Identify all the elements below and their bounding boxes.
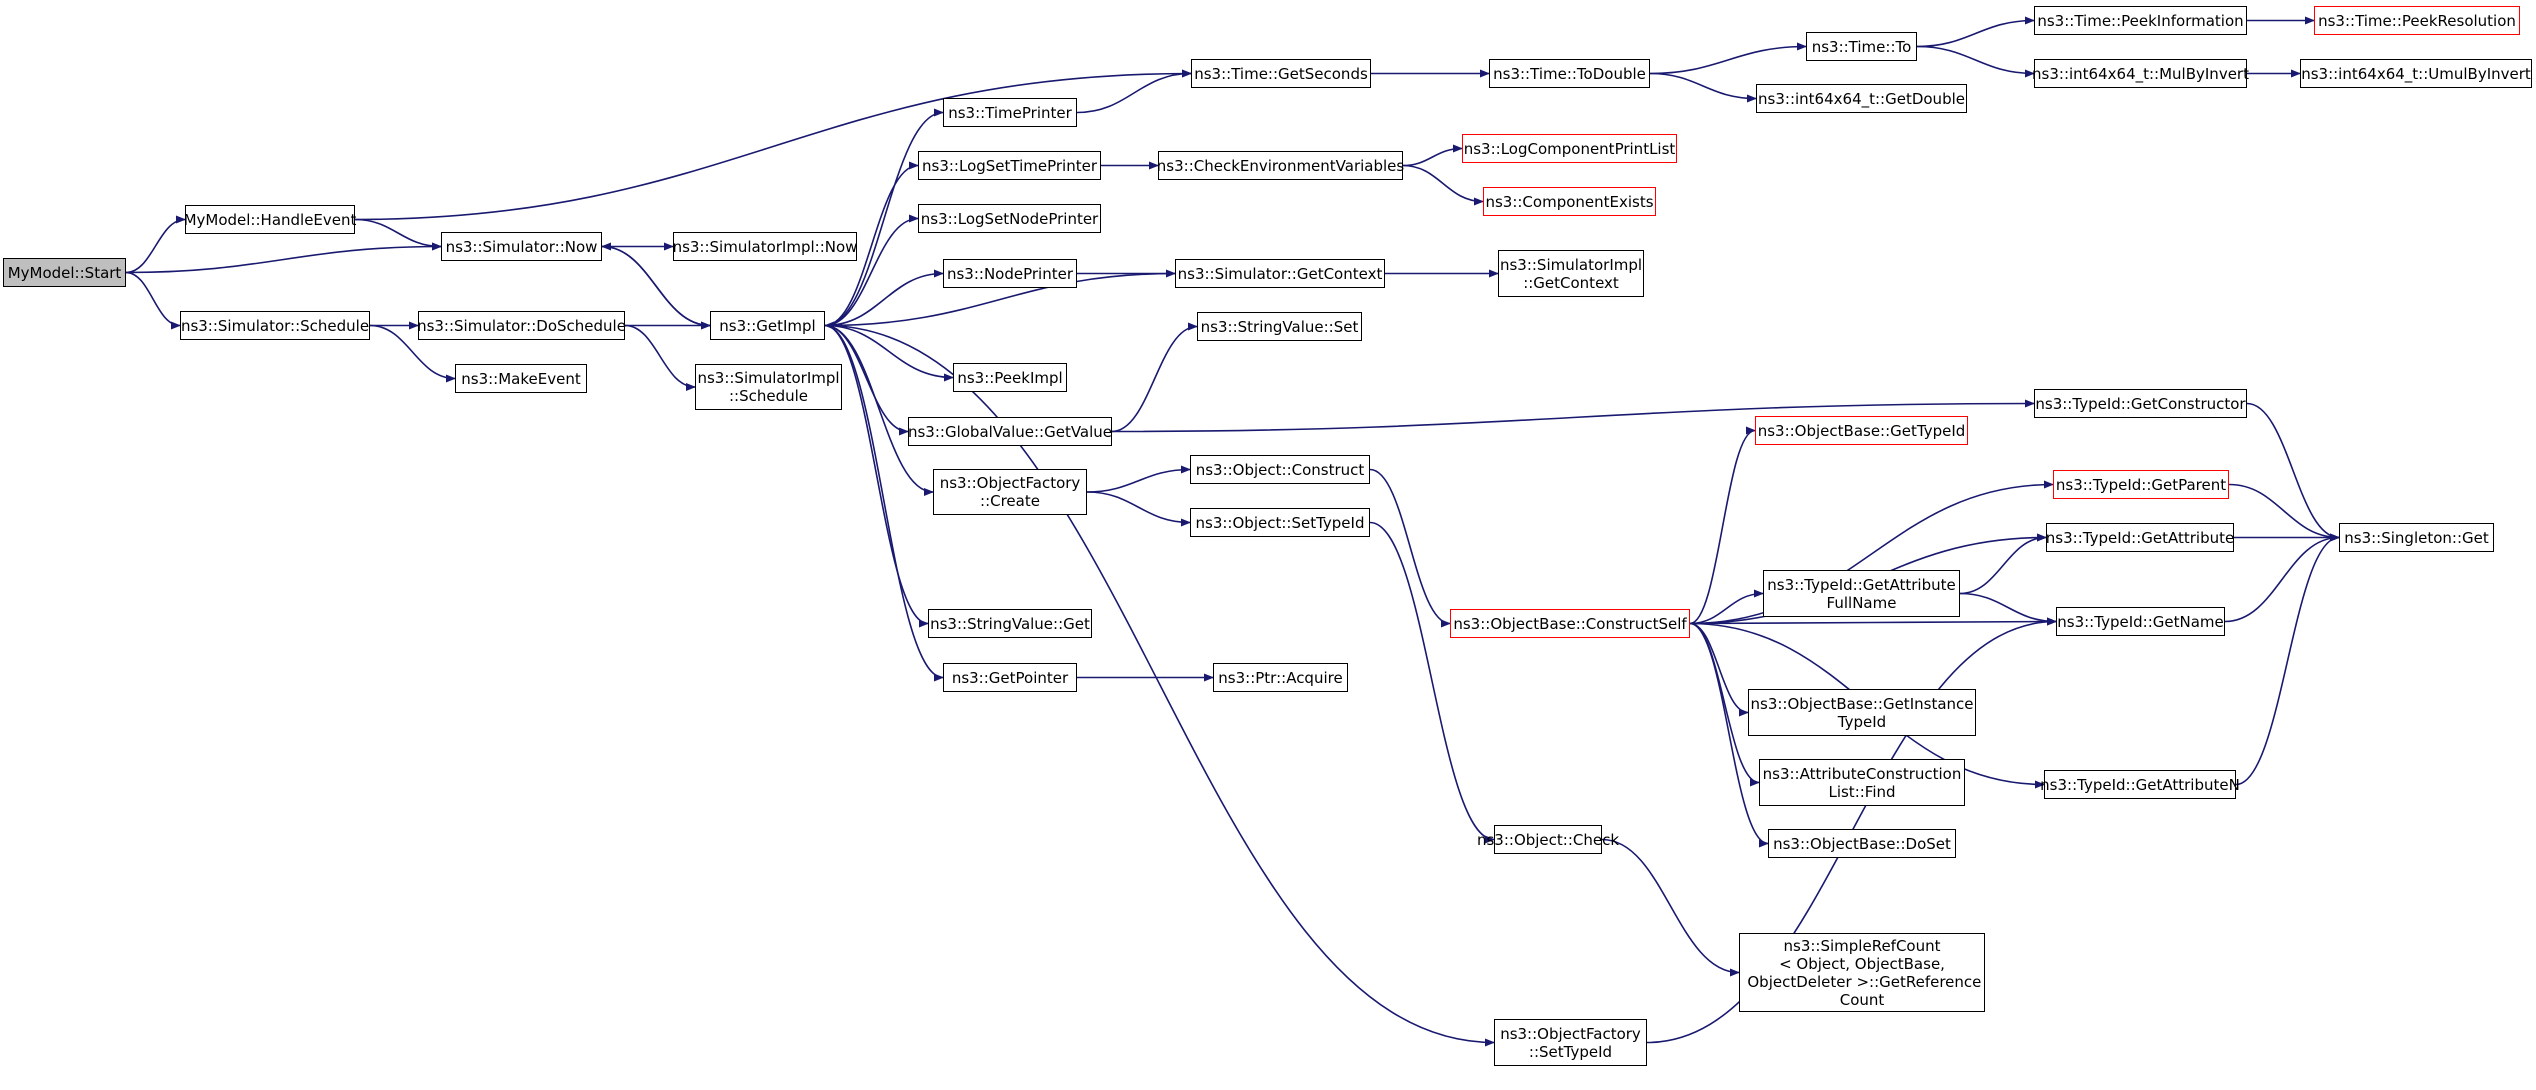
node-ns3-simulatorimpl-now[interactable]: ns3::SimulatorImpl::Now <box>673 232 857 261</box>
node-ns3-object-settypeid[interactable]: ns3::Object::SetTypeId <box>1190 508 1370 537</box>
edge-ns3-typeid-getconstructor-to-ns3-singleton-get <box>2246 402 2340 542</box>
edge-ns3-typeid-getattributen-to-ns3-singleton-get <box>2235 533 2340 786</box>
node-ns3-simulator-getcontext[interactable]: ns3::Simulator::GetContext <box>1175 259 1385 288</box>
node-ns3-objectbase-doset[interactable]: ns3::ObjectBase::DoSet <box>1768 829 1956 858</box>
edge-ns3-getimpl-to-ns3-objectfactory-create <box>824 324 934 496</box>
node-ns3-objectfactory-settypeid[interactable]: ns3::ObjectFactory ::SetTypeId <box>1494 1019 1647 1066</box>
node-ns3-singleton-get[interactable]: ns3::Singleton::Get <box>2339 523 2494 552</box>
edge-ns3-getimpl-to-ns3-logsetnodeprinter <box>824 214 919 327</box>
node-ns3-logsetnodeprinter[interactable]: ns3::LogSetNodePrinter <box>918 204 1101 233</box>
edge-ns3-objectbase-constructself-to-ns3-objectbase-getinstance-typeid <box>1689 622 1749 717</box>
edge-mymodel-handleevent-to-ns3-time-getseconds <box>354 69 1192 221</box>
node-ns3-getpointer[interactable]: ns3::GetPointer <box>943 663 1077 692</box>
node-ns3-simplerefcount-object-objectbase-objectdeleter-getreference-count[interactable]: ns3::SimpleRefCount < Object, ObjectBase… <box>1739 933 1985 1012</box>
edge-ns3-simulator-doschedule-to-ns3-simulatorimpl-schedule <box>624 324 696 391</box>
edge-ns3-object-construct-to-ns3-objectbase-constructself <box>1369 468 1451 628</box>
edge-ns3-globalvalue-getvalue-to-ns3-stringvalue-set <box>1111 322 1198 433</box>
node-ns3-checkenvironmentvariables[interactable]: ns3::CheckEnvironmentVariables <box>1157 151 1404 180</box>
node-ns3-typeid-getattributen[interactable]: ns3::TypeId::GetAttributeN <box>2040 770 2240 799</box>
edge-ns3-objectbase-constructself-to-ns3-objectbase-gettypeid <box>1689 426 1756 625</box>
edge-ns3-object-settypeid-to-ns3-object-check <box>1369 521 1495 844</box>
node-ns3-timeprinter[interactable]: ns3::TimePrinter <box>943 98 1077 127</box>
edge-ns3-simulator-getcontext-to-ns3-getimpl <box>824 272 1176 330</box>
node-ns3-objectbase-getinstance-typeid[interactable]: ns3::ObjectBase::GetInstance TypeId <box>1748 689 1976 736</box>
edge-ns3-objectbase-constructself-to-ns3-objectbase-doset <box>1689 622 1769 848</box>
edge-ns3-objectfactory-create-to-ns3-object-construct <box>1086 465 1191 493</box>
edge-ns3-typeid-getname-to-ns3-singleton-get <box>2224 533 2340 623</box>
node-ns3-int64x64-t-umulbyinvert[interactable]: ns3::int64x64_t::UmulByInvert <box>2300 59 2532 88</box>
node-ns3-objectbase-gettypeid[interactable]: ns3::ObjectBase::GetTypeId <box>1755 416 1968 445</box>
edge-ns3-getimpl-to-ns3-stringvalue-get <box>824 324 929 628</box>
node-ns3-nodeprinter[interactable]: ns3::NodePrinter <box>943 259 1077 288</box>
node-ns3-object-construct[interactable]: ns3::Object::Construct <box>1190 455 1370 484</box>
node-ns3-time-to[interactable]: ns3::Time::To <box>1806 32 1917 61</box>
edge-ns3-typeid-getparent-to-ns3-singleton-get <box>2228 483 2340 542</box>
edge-ns3-timeprinter-to-ns3-time-getseconds <box>1076 69 1192 114</box>
node-ns3-simulatorimpl-getcontext[interactable]: ns3::SimulatorImpl ::GetContext <box>1498 250 1644 297</box>
edge-ns3-time-to-to-ns3-int64x64-t-mulbyinvert <box>1916 45 2035 78</box>
node-ns3-simulator-doschedule[interactable]: ns3::Simulator::DoSchedule <box>417 311 626 340</box>
edge-mymodel-start-to-mymodel-handleevent <box>125 215 186 274</box>
node-ns3-int64x64-t-mulbyinvert[interactable]: ns3::int64x64_t::MulByInvert <box>2032 59 2249 88</box>
node-ns3-stringvalue-set[interactable]: ns3::StringValue::Set <box>1197 312 1362 341</box>
node-ns3-simulator-now[interactable]: ns3::Simulator::Now <box>441 232 602 261</box>
node-ns3-typeid-getattribute-fullname[interactable]: ns3::TypeId::GetAttribute FullName <box>1763 570 1960 617</box>
node-ns3-ptr-acquire[interactable]: ns3::Ptr::Acquire <box>1213 663 1348 692</box>
node-ns3-time-peekinformation[interactable]: ns3::Time::PeekInformation <box>2034 6 2247 35</box>
node-ns3-int64x64-t-getdouble[interactable]: ns3::int64x64_t::GetDouble <box>1756 84 1967 113</box>
node-ns3-logsettimeprinter[interactable]: ns3::LogSetTimePrinter <box>918 151 1101 180</box>
node-ns3-typeid-getconstructor[interactable]: ns3::TypeId::GetConstructor <box>2034 389 2247 418</box>
node-ns3-makeevent[interactable]: ns3::MakeEvent <box>455 364 587 393</box>
node-ns3-peekimpl[interactable]: ns3::PeekImpl <box>953 363 1067 392</box>
node-ns3-globalvalue-getvalue[interactable]: ns3::GlobalValue::GetValue <box>908 417 1112 446</box>
node-ns3-componentexists[interactable]: ns3::ComponentExists <box>1483 187 1656 216</box>
edge-ns3-globalvalue-getvalue-to-ns3-typeid-getconstructor <box>1111 399 2035 433</box>
node-ns3-simulator-schedule[interactable]: ns3::Simulator::Schedule <box>180 311 370 340</box>
edge-ns3-time-todouble-to-ns3-int64x64-t-getdouble <box>1649 72 1757 103</box>
node-ns3-getimpl[interactable]: ns3::GetImpl <box>710 311 825 340</box>
edge-mymodel-start-to-ns3-simulator-now <box>125 242 442 274</box>
edge-ns3-objectfactory-create-to-ns3-object-settypeid <box>1086 491 1191 527</box>
node-mymodel-handleevent[interactable]: MyModel::HandleEvent <box>184 205 356 234</box>
edge-mymodel-start-to-ns3-simulator-schedule <box>125 271 181 330</box>
edge-ns3-object-check-to-ns3-simplerefcount-object-objectbase-objectdeleter-getreference-count <box>1601 838 1740 977</box>
node-ns3-logcomponentprintlist[interactable]: ns3::LogComponentPrintList <box>1462 134 1677 163</box>
edge-ns3-getimpl-to-ns3-simulator-now <box>601 242 711 327</box>
node-ns3-objectbase-constructself[interactable]: ns3::ObjectBase::ConstructSelf <box>1450 609 1690 638</box>
node-ns3-attributeconstruction-list-find[interactable]: ns3::AttributeConstruction List::Find <box>1759 759 1965 806</box>
edge-ns3-getimpl-to-ns3-peekimpl <box>824 324 954 382</box>
edge-mymodel-handleevent-to-ns3-simulator-now <box>354 218 442 251</box>
edge-ns3-time-to-to-ns3-time-peekinformation <box>1916 16 2035 48</box>
node-ns3-time-peekresolution[interactable]: ns3::Time::PeekResolution <box>2314 6 2520 35</box>
node-ns3-simulatorimpl-schedule[interactable]: ns3::SimulatorImpl ::Schedule <box>695 364 842 410</box>
node-ns3-typeid-getparent[interactable]: ns3::TypeId::GetParent <box>2053 470 2229 499</box>
edge-ns3-objectbase-constructself-to-ns3-typeid-getparent <box>1689 480 2054 625</box>
edge-ns3-typeid-getattribute-fullname-to-ns3-typeid-getattribute <box>1959 533 2047 595</box>
node-ns3-time-todouble[interactable]: ns3::Time::ToDouble <box>1489 59 1650 88</box>
edge-ns3-getimpl-to-ns3-logsettimeprinter <box>824 161 919 327</box>
edge-ns3-getimpl-to-ns3-timeprinter <box>824 108 944 327</box>
edge-ns3-getimpl-to-ns3-nodeprinter <box>824 269 944 327</box>
edge-ns3-checkenvironmentvariables-to-ns3-logcomponentprintlist <box>1402 144 1463 167</box>
node-mymodel-start: MyModel::Start <box>3 258 126 287</box>
node-ns3-objectfactory-create[interactable]: ns3::ObjectFactory ::Create <box>933 469 1087 515</box>
node-ns3-typeid-getattribute[interactable]: ns3::TypeId::GetAttribute <box>2046 523 2234 552</box>
node-ns3-stringvalue-get[interactable]: ns3::StringValue::Get <box>928 609 1092 638</box>
edge-ns3-getimpl-to-ns3-getpointer <box>824 324 944 682</box>
edge-ns3-time-todouble-to-ns3-time-to <box>1649 42 1807 75</box>
node-ns3-typeid-getname[interactable]: ns3::TypeId::GetName <box>2056 607 2225 636</box>
edge-ns3-typeid-getattribute-fullname-to-ns3-typeid-getname <box>1959 592 2057 626</box>
edge-ns3-checkenvironmentvariables-to-ns3-componentexists <box>1402 164 1484 206</box>
node-ns3-time-getseconds[interactable]: ns3::Time::GetSeconds <box>1191 59 1371 88</box>
edge-ns3-objectbase-constructself-to-ns3-typeid-getname <box>1689 617 2057 626</box>
edge-ns3-getimpl-to-ns3-objectfactory-settypeid <box>824 324 1495 1047</box>
node-ns3-object-check[interactable]: ns3::Object::Check <box>1477 825 1619 854</box>
edge-ns3-simulator-schedule-to-ns3-makeevent <box>369 324 456 383</box>
